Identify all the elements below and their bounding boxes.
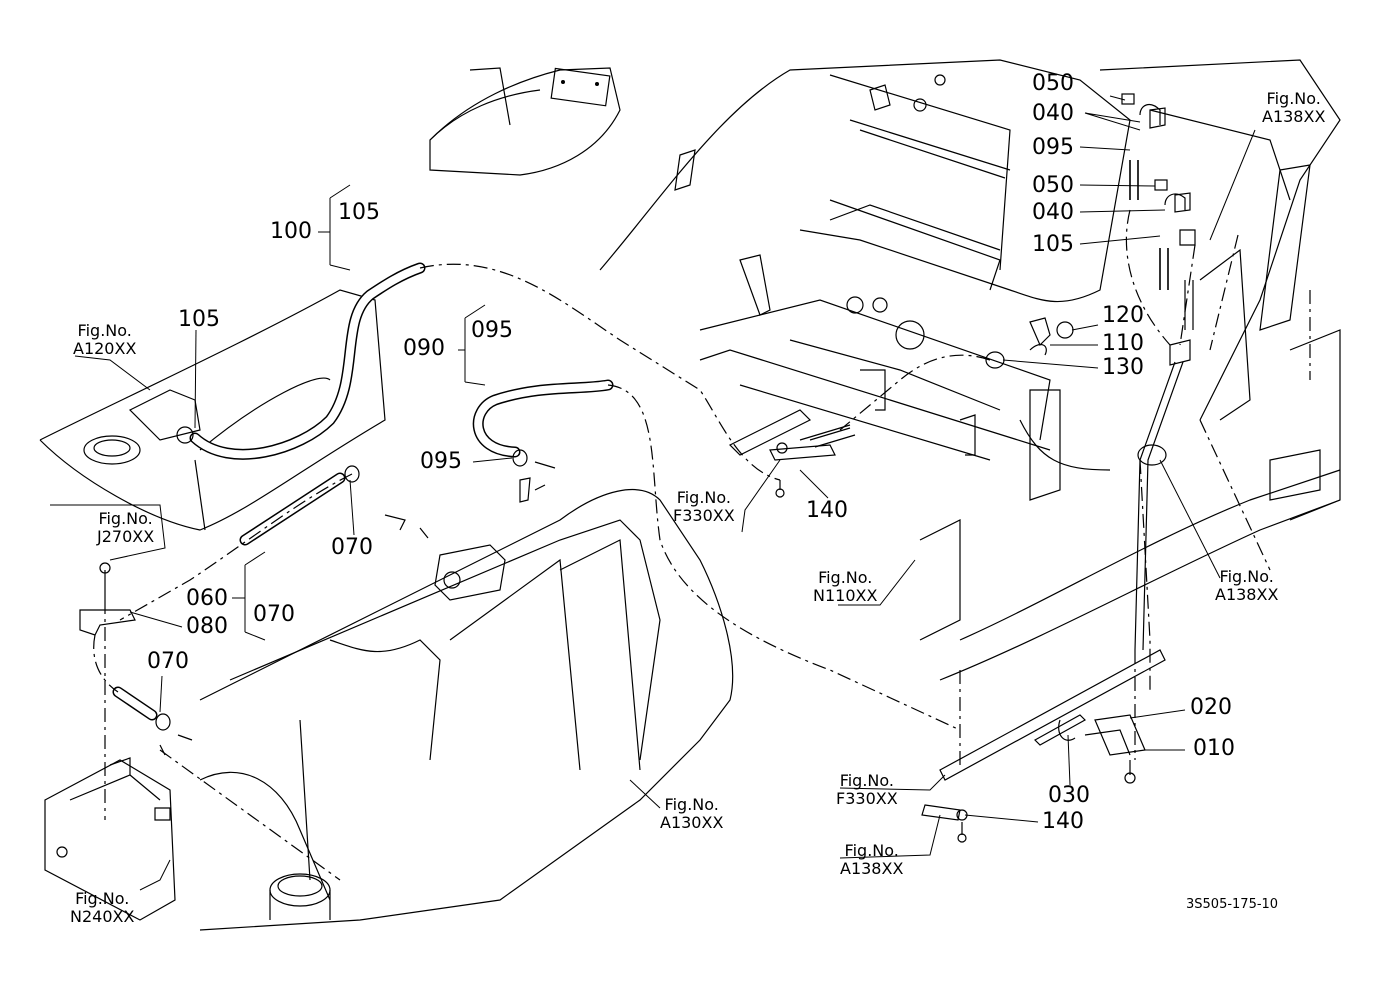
tank-fittings — [384, 477, 531, 601]
part-label-020: 020 — [1190, 695, 1232, 720]
part-label-130: 130 — [1102, 355, 1144, 380]
clamp-080 — [79, 562, 136, 636]
fig-ref-a138-right: Fig.No. A138XX — [1215, 568, 1278, 604]
part-label-110: 110 — [1102, 331, 1144, 356]
part-label-050-top: 050 — [1032, 71, 1074, 96]
fig-ref-f330-mid: Fig.No. F330XX — [673, 489, 735, 525]
hose-100 — [176, 262, 426, 460]
fig-ref-number: A130XX — [660, 813, 724, 832]
fig-ref-a138-top: Fig.No. A138XX — [1262, 90, 1325, 126]
fig-ref-number: A138XX — [1215, 585, 1279, 604]
fig-ref-number: F330XX — [836, 789, 898, 808]
clamp-assembly — [939, 649, 1166, 784]
fig-ref-number: F330XX — [673, 506, 735, 525]
part-label-050-mid: 050 — [1032, 173, 1074, 198]
fig-ref-caption: Fig.No. — [844, 841, 899, 860]
part-label-095-bracket: 095 — [471, 318, 513, 343]
left-fender — [429, 67, 621, 176]
fig-ref-caption: Fig.No. — [98, 509, 153, 528]
part-label-120: 120 — [1102, 303, 1144, 328]
part-label-140-bottom: 140 — [1042, 809, 1084, 834]
fig-ref-caption: Fig.No. — [75, 889, 130, 908]
fig-ref-f330-bottom: Fig.No. F330XX — [836, 772, 898, 808]
part-label-010: 010 — [1193, 736, 1235, 761]
left-bracket — [44, 757, 176, 921]
drawing-code: 3S505-175-10 — [1186, 897, 1279, 912]
part-label-030: 030 — [1048, 783, 1090, 808]
right-pipe-assembly — [985, 93, 1196, 651]
right-frame — [919, 59, 1341, 681]
part-label-090: 090 — [403, 336, 445, 361]
fig-ref-caption: Fig.No. — [1266, 89, 1321, 108]
part-label-080: 080 — [186, 614, 228, 639]
part-label-140-mid: 140 — [806, 498, 848, 523]
fig-ref-number: J270XX — [97, 527, 155, 546]
fig-ref-caption: Fig.No. — [839, 771, 894, 790]
fig-ref-number: N240XX — [70, 907, 135, 926]
part-label-060: 060 — [186, 586, 228, 611]
hose-090 — [472, 379, 614, 491]
fig-ref-a120: Fig.No. A120XX — [73, 322, 136, 358]
part-label-070-bracket: 070 — [253, 602, 295, 627]
part-label-040-top: 040 — [1032, 101, 1074, 126]
part-label-100: 100 — [270, 219, 312, 244]
part-label-095-top: 095 — [1032, 135, 1074, 160]
part-label-070-top: 070 — [331, 535, 373, 560]
part-label-095-left: 095 — [420, 449, 462, 474]
fig-ref-a130: Fig.No. A130XX — [660, 796, 723, 832]
fig-ref-n110: Fig.No. N110XX — [813, 569, 877, 605]
fig-ref-j270: Fig.No. J270XX — [97, 510, 154, 546]
part-label-040-mid: 040 — [1032, 200, 1074, 225]
fig-ref-number: N110XX — [813, 586, 878, 605]
fig-ref-number: A120XX — [73, 339, 137, 358]
hose-060 — [239, 465, 360, 546]
fig-ref-caption: Fig.No. — [818, 568, 873, 587]
fig-ref-caption: Fig.No. — [676, 488, 731, 507]
fuel-tank — [199, 489, 734, 931]
part-label-105-left: 105 — [178, 307, 220, 332]
part-label-105-bracket: 105 — [338, 200, 380, 225]
routing-lines — [93, 209, 1311, 881]
hose-070-lower — [112, 686, 193, 756]
fig-ref-n240: Fig.No. N240XX — [70, 890, 134, 926]
part-label-070-lower: 070 — [147, 649, 189, 674]
fig-ref-number: A138XX — [1262, 107, 1326, 126]
leader-lines — [50, 95, 1256, 891]
fig-ref-number: A138XX — [840, 859, 904, 878]
bolt-140a — [728, 409, 856, 498]
part-label-105-right: 105 — [1032, 232, 1074, 257]
fig-ref-a138-bottom: Fig.No. A138XX — [840, 842, 903, 878]
fig-ref-caption: Fig.No. — [664, 795, 719, 814]
fig-ref-caption: Fig.No. — [1219, 567, 1274, 586]
fig-ref-caption: Fig.No. — [77, 321, 132, 340]
bolt-140b — [921, 804, 968, 843]
cab-floor — [599, 59, 1131, 501]
